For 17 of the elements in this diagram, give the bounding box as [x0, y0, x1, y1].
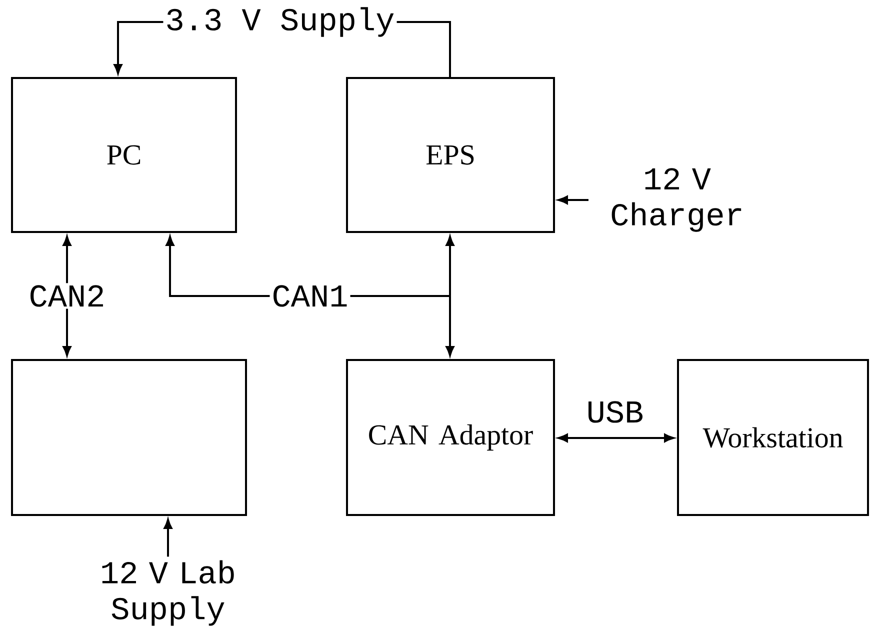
connector-arrow	[62, 236, 72, 356]
edge-label: CAN2	[26, 283, 108, 309]
connector-arrow	[558, 196, 588, 204]
edge-label: USB	[588, 401, 642, 423]
block-box: CAN Adaptor	[346, 358, 555, 516]
connector-arrow	[558, 434, 674, 442]
block-box: Workstation	[677, 358, 869, 516]
connector-arrow	[446, 236, 454, 296]
block-box: EPS	[346, 77, 555, 233]
block-box	[11, 358, 247, 516]
edge-label: 3.3 V Supply	[163, 5, 397, 39]
edge-label: CAN1	[270, 283, 350, 309]
block-box: PC	[11, 77, 237, 233]
connector-arrow	[446, 296, 454, 356]
supply-label: 12 V Charger	[612, 168, 742, 232]
supply-label: 12 V Lab Supply	[102, 560, 234, 626]
connector-arrow	[164, 519, 172, 557]
